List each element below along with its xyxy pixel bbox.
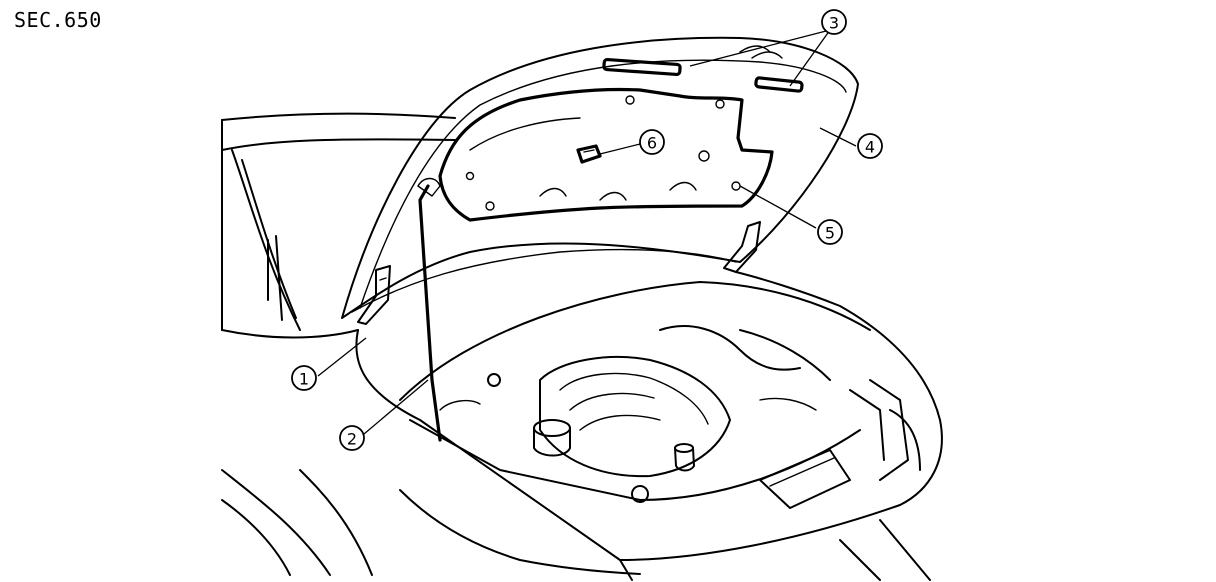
hood-support-rod (417, 177, 442, 442)
callout-number: 6 (647, 134, 657, 153)
callout-2: 2 (339, 425, 365, 451)
callout-5: 5 (817, 219, 843, 245)
callout-number: 2 (347, 430, 357, 449)
callout-number: 5 (825, 224, 835, 243)
hood-panel (341, 36, 859, 319)
car-body (221, 112, 456, 576)
section-label: SEC.650 (14, 8, 102, 32)
leader-lines (317, 29, 857, 435)
callout-number: 3 (829, 14, 839, 33)
callout-1: 1 (291, 365, 317, 391)
engine-bay (355, 271, 943, 581)
hood-insulator (438, 87, 774, 222)
callout-6: 6 (639, 129, 665, 155)
hood-hinges (357, 221, 761, 325)
hood-clip (576, 144, 602, 164)
callout-4: 4 (857, 133, 883, 159)
callout-number: 4 (865, 138, 875, 157)
hood-dampers (602, 45, 804, 93)
callout-number: 1 (299, 370, 309, 389)
callout-3: 3 (821, 9, 847, 35)
